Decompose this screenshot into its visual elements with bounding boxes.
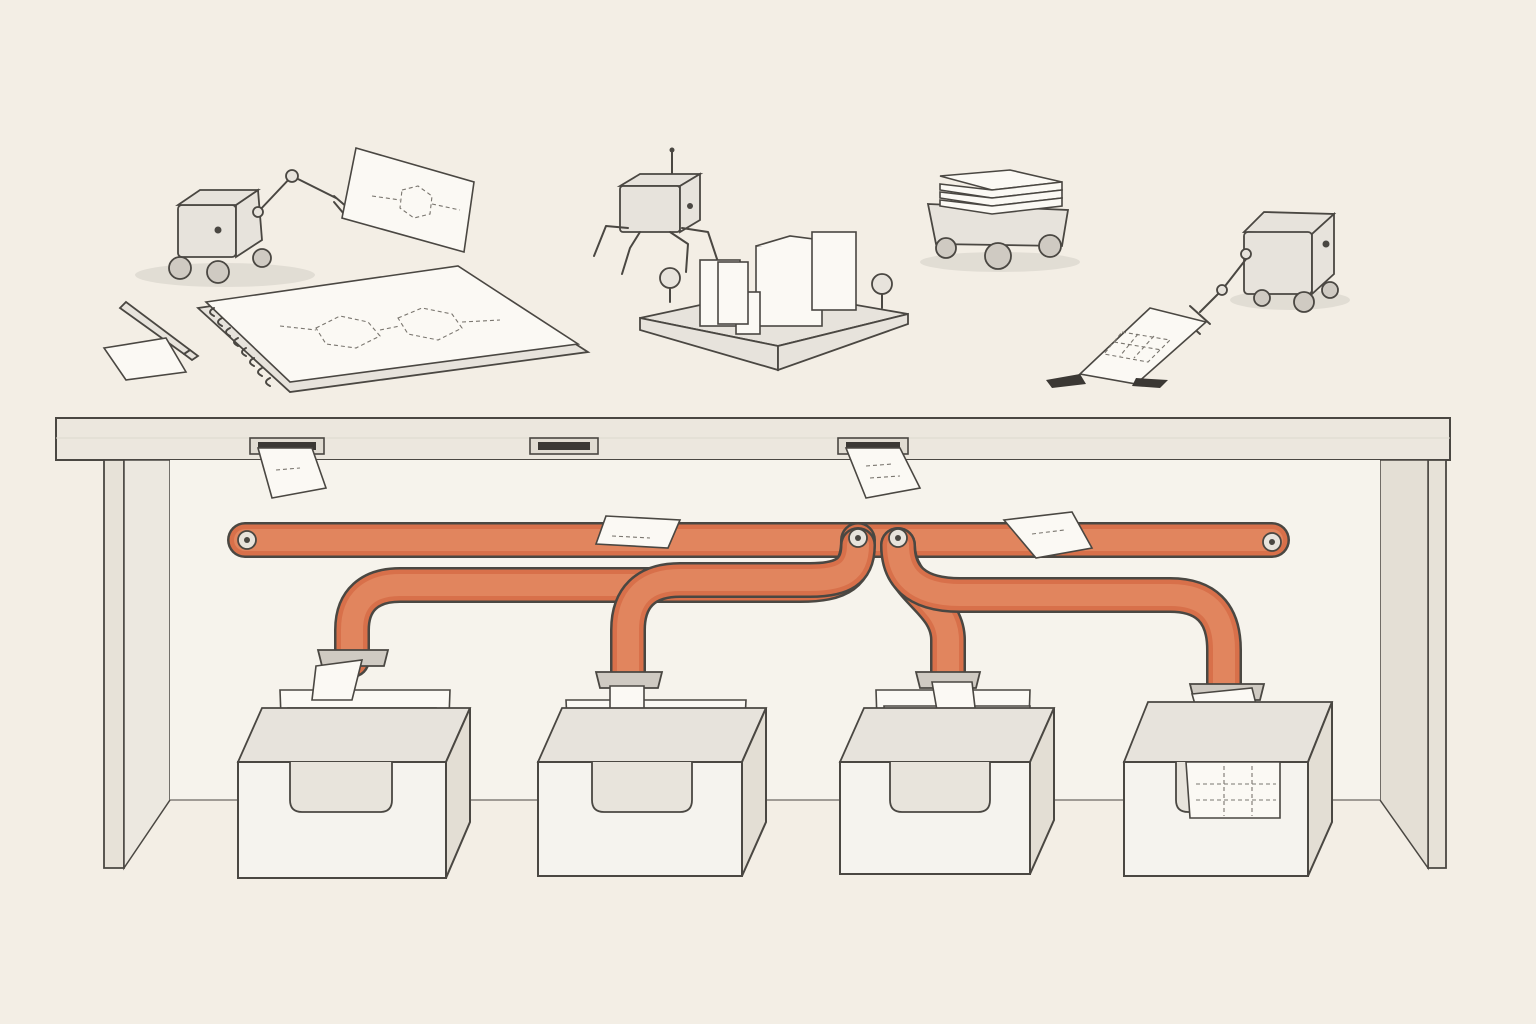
feeder-robot-right (1179, 211, 1350, 335)
building-model (639, 231, 909, 372)
paper-on-belt-1 (594, 515, 682, 549)
sorting-bin-3 (838, 671, 1056, 875)
conveyor-system (227, 522, 1290, 702)
sketch-notebook (195, 265, 591, 393)
desk-right-leg (1379, 459, 1447, 871)
belt-roller-center-left (848, 528, 868, 548)
paper-on-belt-2 (1002, 511, 1094, 559)
belt-roller-left (237, 530, 257, 550)
belt-roller-center-right (888, 528, 908, 548)
spider-robot (593, 147, 719, 275)
belt-roller-right (1262, 532, 1282, 552)
arm-robot-left (135, 169, 349, 287)
paper-cart-robot (920, 169, 1080, 272)
branch-belt-2 (610, 527, 876, 690)
held-drawing-sheet (341, 146, 475, 254)
pen (118, 300, 200, 362)
sorting-bin-2 (536, 671, 768, 877)
paper-from-slot-1 (256, 447, 328, 499)
sorting-bin-1 (236, 649, 472, 879)
floor-slot (1046, 374, 1168, 388)
desk-left-leg (103, 459, 171, 871)
paper-from-slot-3 (844, 447, 922, 499)
sticky-note (102, 337, 188, 381)
sorting-bin-4 (1122, 683, 1334, 877)
desk-slot-2 (529, 437, 599, 455)
fed-paper-sheet (1078, 307, 1208, 385)
branch-belt-4 (880, 527, 1242, 702)
